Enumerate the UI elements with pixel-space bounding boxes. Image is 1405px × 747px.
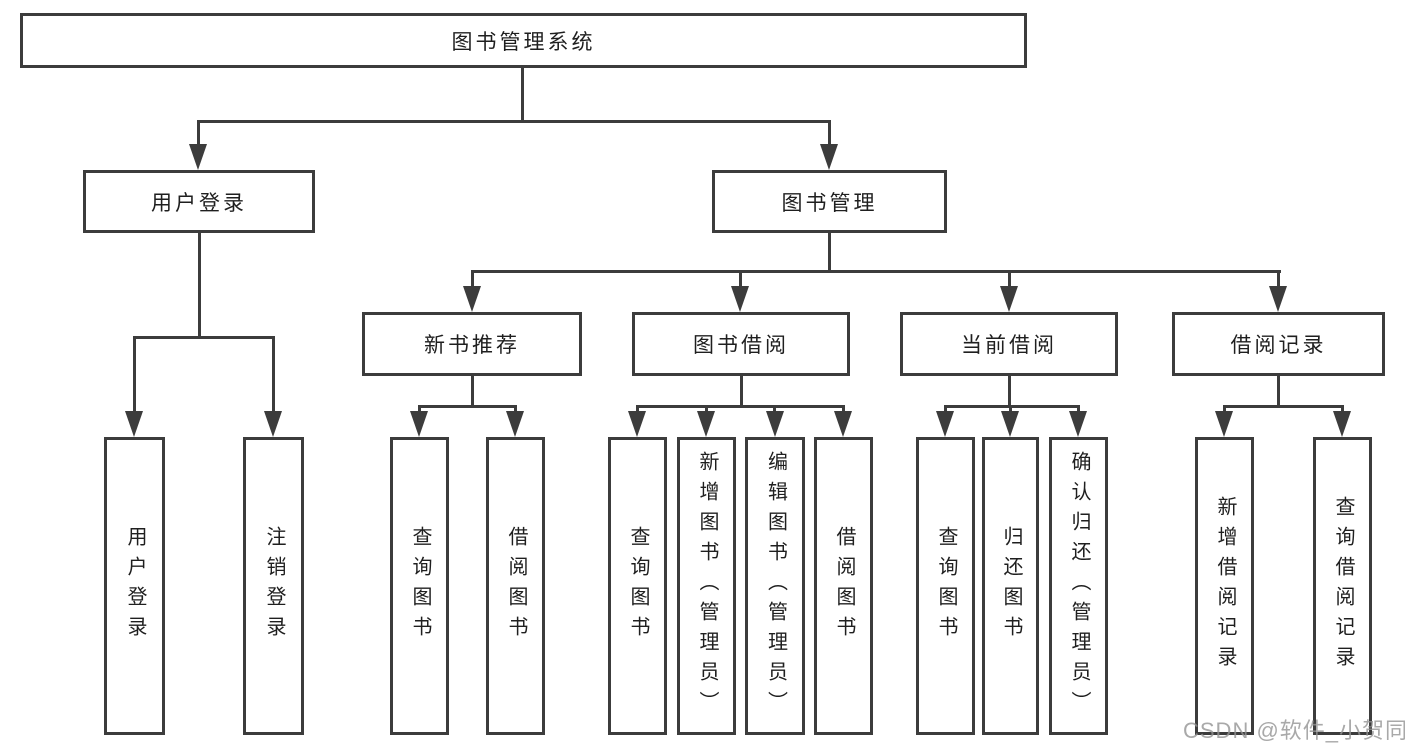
connector-line xyxy=(471,270,1281,273)
connector-line xyxy=(1277,376,1280,408)
connector-line xyxy=(1008,270,1011,290)
leaf-current-query-books: 查询图书 xyxy=(916,437,975,735)
connector-line xyxy=(133,336,136,414)
arrow-down-icon xyxy=(766,411,784,437)
arrow-down-icon xyxy=(1215,411,1233,437)
arrow-down-icon xyxy=(1000,286,1018,312)
arrow-down-icon xyxy=(1269,286,1287,312)
csdn-watermark: CSDN @软件_小贺同学 xyxy=(1183,718,1405,743)
connector-line xyxy=(133,336,275,339)
connector-line xyxy=(636,405,639,415)
node-label: 确认归还（管理员） xyxy=(1068,451,1090,721)
node-label: 查询图书 xyxy=(627,526,649,646)
arrow-down-icon xyxy=(506,411,524,437)
node-user-login: 用户登录 xyxy=(83,170,315,233)
node-label: 图书管理 xyxy=(781,191,878,215)
leaf-newrec-borrow-books: 借阅图书 xyxy=(486,437,545,735)
node-label: 当前借阅 xyxy=(961,334,1057,357)
connector-line xyxy=(828,120,831,148)
node-label: 查询图书 xyxy=(935,526,957,646)
connector-line xyxy=(944,405,947,415)
node-label: 注销登录 xyxy=(263,526,285,646)
arrow-down-icon xyxy=(264,411,282,437)
connector-line xyxy=(471,376,474,408)
node-label: 图书借阅 xyxy=(693,334,789,357)
arrow-down-icon xyxy=(628,411,646,437)
connector-line xyxy=(842,405,845,415)
arrow-down-icon xyxy=(834,411,852,437)
node-borrowing-records: 借阅记录 xyxy=(1172,312,1385,376)
arrow-down-icon xyxy=(463,286,481,312)
connector-line xyxy=(1009,405,1012,415)
node-label: 用户登录 xyxy=(151,191,247,215)
node-book-management-system: 图书管理系统 xyxy=(20,13,1027,68)
node-label: 编辑图书（管理员） xyxy=(764,451,787,721)
node-label: 查询借阅记录 xyxy=(1332,496,1354,676)
node-label: 用户登录 xyxy=(124,526,146,646)
arrow-down-icon xyxy=(731,286,749,312)
connector-line xyxy=(1223,405,1226,415)
arrow-down-icon xyxy=(1069,411,1087,437)
leaf-borrowing-query-books: 查询图书 xyxy=(608,437,667,735)
node-label: 借阅图书 xyxy=(833,526,855,646)
node-label: 借阅记录 xyxy=(1230,334,1327,357)
arrow-down-icon xyxy=(697,411,715,437)
arrow-down-icon xyxy=(1001,411,1019,437)
connector-line xyxy=(1277,270,1280,290)
connector-line xyxy=(740,376,743,408)
connector-line xyxy=(739,270,742,290)
node-label: 查询图书 xyxy=(409,526,431,646)
connector-line xyxy=(471,270,474,290)
connector-line xyxy=(1223,405,1344,408)
arrow-down-icon xyxy=(125,411,143,437)
node-book-management: 图书管理 xyxy=(712,170,947,233)
connector-line xyxy=(1077,405,1080,415)
connector-line xyxy=(828,233,831,273)
arrow-down-icon xyxy=(410,411,428,437)
leaf-user-login: 用户登录 xyxy=(104,437,165,735)
connector-line xyxy=(418,405,517,408)
leaf-borrowing-borrow-books: 借阅图书 xyxy=(814,437,873,735)
leaf-logout: 注销登录 xyxy=(243,437,304,735)
leaf-borrowing-edit-books-admin: 编辑图书（管理员） xyxy=(745,437,805,735)
arrow-down-icon xyxy=(1333,411,1351,437)
leaf-newrec-query-books: 查询图书 xyxy=(390,437,449,735)
node-label: 归还图书 xyxy=(1000,526,1022,646)
connector-line xyxy=(418,405,421,415)
node-label: 借阅图书 xyxy=(505,526,527,646)
node-current-borrowing: 当前借阅 xyxy=(900,312,1118,376)
leaf-records-add-borrow-record: 新增借阅记录 xyxy=(1195,437,1254,735)
node-book-borrowing: 图书借阅 xyxy=(632,312,850,376)
connector-line xyxy=(944,405,1080,408)
connector-line xyxy=(514,405,517,415)
connector-line xyxy=(197,120,200,148)
node-label: 图书管理系统 xyxy=(451,30,596,54)
arrow-down-icon xyxy=(189,144,207,170)
connector-line xyxy=(1008,376,1011,408)
arrow-down-icon xyxy=(820,144,838,170)
node-label: 新增图书（管理员） xyxy=(696,451,718,721)
leaf-current-return-books: 归还图书 xyxy=(982,437,1039,735)
connector-line xyxy=(198,233,201,338)
arrow-down-icon xyxy=(936,411,954,437)
node-label: 新书推荐 xyxy=(424,334,520,357)
connector-line xyxy=(636,405,845,408)
node-new-book-recommend: 新书推荐 xyxy=(362,312,582,376)
connector-line xyxy=(1341,405,1344,415)
connector-line xyxy=(272,336,275,414)
leaf-borrowing-add-books-admin: 新增图书（管理员） xyxy=(677,437,736,735)
node-label: 新增借阅记录 xyxy=(1214,496,1236,676)
connector-line xyxy=(521,68,524,123)
connector-line xyxy=(705,405,708,415)
connector-line xyxy=(197,120,831,123)
leaf-records-query-borrow-record: 查询借阅记录 xyxy=(1313,437,1372,735)
leaf-current-confirm-return-admin: 确认归还（管理员） xyxy=(1049,437,1108,735)
connector-line xyxy=(773,405,776,415)
